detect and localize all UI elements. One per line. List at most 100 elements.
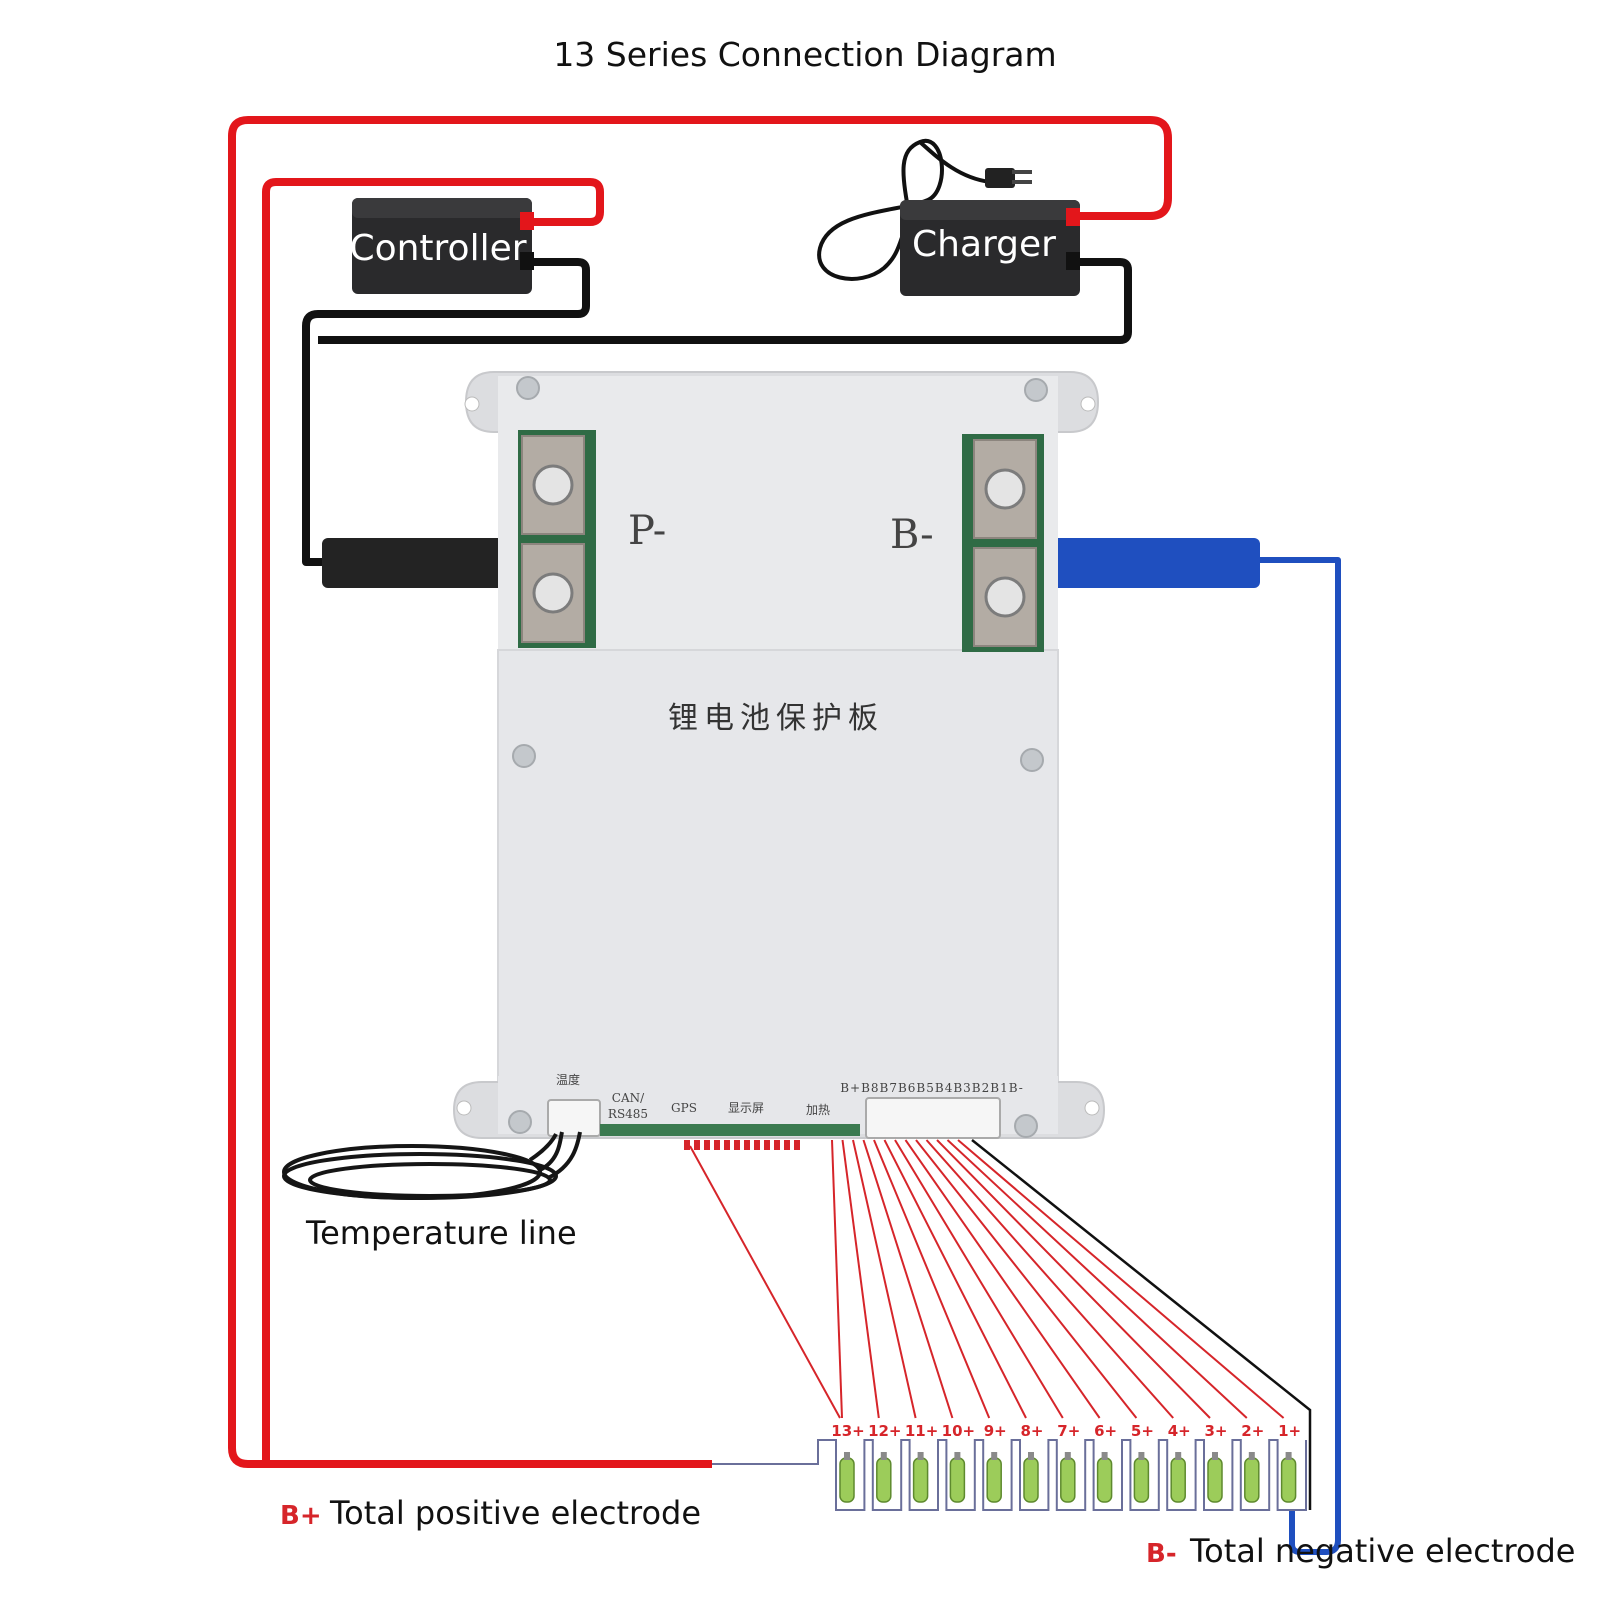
- battery-cell-cap: [880, 1452, 887, 1460]
- header-pin: [714, 1140, 720, 1150]
- battery-cell-cap: [844, 1452, 850, 1460]
- ports-pcb-strip: [600, 1124, 860, 1136]
- temperature-caption: Temperature line: [305, 1214, 577, 1252]
- port-temp-connector: [547, 1099, 601, 1137]
- negative-mark: B-: [1146, 1539, 1177, 1569]
- board-label: 锂电池保护板: [668, 701, 884, 736]
- battery-cell-cap: [1138, 1452, 1145, 1460]
- bms-board: [452, 371, 1106, 1139]
- controller-box: Controller: [349, 198, 534, 294]
- balance-wires: [684, 1139, 1312, 1510]
- diagram-title: 13 Series Connection Diagram: [553, 35, 1056, 74]
- charger-plug-icon: [817, 138, 1032, 281]
- cell-label: 2+: [1241, 1422, 1264, 1440]
- header-pin: [764, 1140, 770, 1150]
- battery-cell: [1207, 1457, 1223, 1503]
- balance-wire: [915, 1139, 1138, 1419]
- b-minus-terminal: [962, 434, 1044, 652]
- positive-caption: Total positive electrode: [329, 1494, 701, 1532]
- battery-cell: [1170, 1457, 1186, 1503]
- battery-cell-cap: [1101, 1452, 1108, 1460]
- charger-negative-wire: [318, 258, 1132, 344]
- balance-header-label: B+B8B7B6B5B4B3B2B1B-: [840, 1081, 1024, 1095]
- header-pin: [694, 1140, 700, 1150]
- balance-wire: [946, 1139, 1248, 1419]
- controller-positive-wire: [262, 178, 604, 1464]
- battery-cell-cap: [954, 1452, 961, 1460]
- battery-cell: [1244, 1457, 1260, 1503]
- port-temp-label: 温度: [556, 1072, 580, 1087]
- header-pin: [734, 1140, 740, 1150]
- cell-label: 5+: [1131, 1422, 1154, 1440]
- controller-label: Controller: [349, 228, 526, 269]
- controller-negative-wire: [302, 258, 590, 566]
- port-heat-label: 加热: [806, 1103, 830, 1117]
- temperature-line: [282, 1131, 582, 1200]
- header-pin: [784, 1140, 790, 1150]
- battery-cell-cap: [1285, 1452, 1292, 1460]
- balance-connector: [865, 1097, 1001, 1139]
- port-can-label-1: CAN/: [612, 1091, 645, 1105]
- cell-pack: 13+12+11+10+9+8+7+6+5+4+3+2+1+: [712, 1422, 1307, 1511]
- battery-cell-cap: [917, 1452, 924, 1460]
- screw-icons: [508, 376, 1048, 1138]
- p-minus-cable: [322, 538, 522, 588]
- balance-wire: [689, 1145, 841, 1419]
- cell-label: 9+: [984, 1422, 1007, 1440]
- balance-wire: [831, 1139, 843, 1419]
- header-pin: [754, 1140, 760, 1150]
- cell-label: 3+: [1204, 1422, 1227, 1440]
- balance-wire: [841, 1139, 880, 1419]
- battery-cell: [876, 1457, 892, 1503]
- battery-cell-cap: [1064, 1452, 1071, 1460]
- header-pin: [794, 1140, 800, 1150]
- battery-cell: [1060, 1457, 1076, 1503]
- header-pin: [684, 1140, 690, 1150]
- balance-wire: [936, 1139, 1211, 1419]
- balance-wire: [873, 1139, 991, 1419]
- port-can-label-2: RS485: [608, 1107, 648, 1121]
- balance-wire: [925, 1139, 1174, 1419]
- battery-cell: [986, 1457, 1002, 1503]
- balance-wire: [894, 1139, 1064, 1419]
- battery-cell-cap: [1028, 1452, 1034, 1460]
- battery-cell: [912, 1457, 929, 1503]
- battery-cell-cap: [1175, 1452, 1182, 1460]
- battery-cell: [1023, 1457, 1039, 1503]
- battery-cell: [1280, 1457, 1297, 1503]
- cell-label: 1+: [1278, 1422, 1301, 1440]
- balance-wire: [957, 1139, 1285, 1419]
- header-pin: [774, 1140, 780, 1150]
- port-display-label: 显示屏: [728, 1101, 764, 1115]
- header-pin: [724, 1140, 730, 1150]
- balance-wire: [883, 1139, 1027, 1419]
- battery-cell: [839, 1457, 855, 1503]
- header-pin: [704, 1140, 710, 1150]
- cell-label: 10+: [942, 1422, 975, 1440]
- negative-caption: Total negative electrode: [1189, 1532, 1575, 1570]
- battery-cell: [1133, 1457, 1150, 1503]
- battery-cell: [1096, 1457, 1113, 1503]
- p-minus-terminal: [518, 430, 596, 648]
- b-minus-sense-wire: [971, 1139, 1312, 1510]
- cell-link-path: [712, 1439, 1307, 1511]
- battery-cell: [949, 1457, 966, 1503]
- cell-label: 13+: [831, 1422, 864, 1440]
- battery-cell-cap: [991, 1452, 998, 1460]
- positive-mark: B+: [280, 1501, 322, 1531]
- cell-label: 6+: [1094, 1422, 1117, 1440]
- balance-wire: [904, 1139, 1101, 1419]
- balance-wire: [852, 1139, 917, 1419]
- cell-label: 4+: [1168, 1422, 1191, 1440]
- bottom-ports: 温度 CAN/ RS485 GPS 显示屏 加热 B+B8B7B6B5B4B3B…: [547, 1072, 1024, 1139]
- p-minus-label: P-: [628, 508, 666, 554]
- balance-wire: [862, 1139, 954, 1419]
- charger-box: Charger: [900, 200, 1080, 296]
- b-minus-label: B-: [890, 512, 934, 558]
- cell-label: 11+: [905, 1422, 938, 1440]
- charger-label: Charger: [912, 224, 1056, 265]
- cell-label: 8+: [1020, 1422, 1043, 1440]
- cell-label: 7+: [1057, 1422, 1080, 1440]
- header-pin: [744, 1140, 750, 1150]
